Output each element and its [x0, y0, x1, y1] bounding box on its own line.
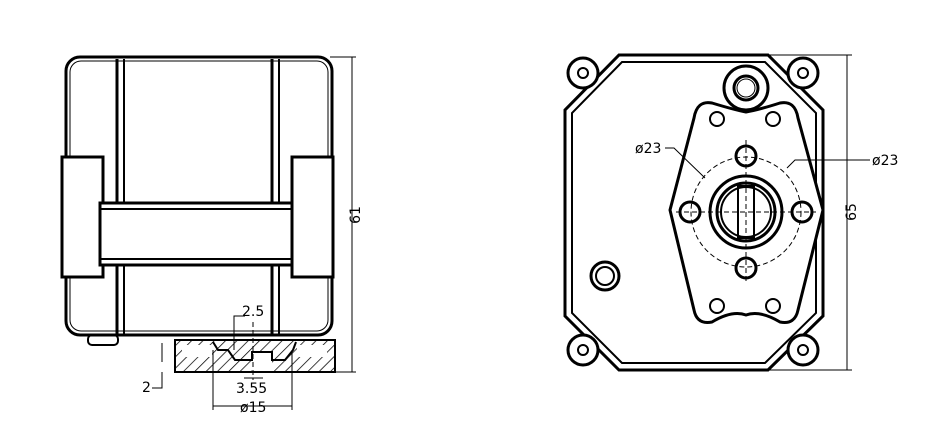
shaft-diameter-label: ø15 [240, 400, 266, 416]
shaft-band [98, 201, 294, 267]
vent-plug [589, 260, 621, 292]
bolt-circle-label-left: ø23 [635, 141, 661, 157]
bolt-circle-label-right: ø23 [872, 153, 898, 169]
flange-section [174, 339, 336, 373]
bottom-view: ø23 ø23 65 [563, 53, 898, 372]
side-boss-left [60, 155, 105, 279]
dimension-65: 65 [768, 54, 860, 371]
bolt-circle-callouts: ø23 ø23 [635, 141, 898, 179]
shaft-dimensions: 2.5 3.55 ø15 2 [142, 304, 293, 416]
dimension-61: 61 [330, 56, 364, 373]
slot-width-label: 3.55 [236, 381, 267, 397]
key-width-label: 2.5 [242, 304, 264, 320]
output-shaft [708, 174, 784, 250]
top-boss [722, 64, 770, 112]
front-view: 61 2.5 3.55 ø15 2 [60, 55, 364, 416]
height-label: 61 [348, 206, 364, 224]
width-label: 65 [844, 203, 860, 221]
bottom-bump [87, 334, 119, 346]
key-depth-label: 2 [142, 380, 151, 396]
mounting-lugs [566, 56, 820, 367]
side-boss-right [290, 155, 335, 279]
